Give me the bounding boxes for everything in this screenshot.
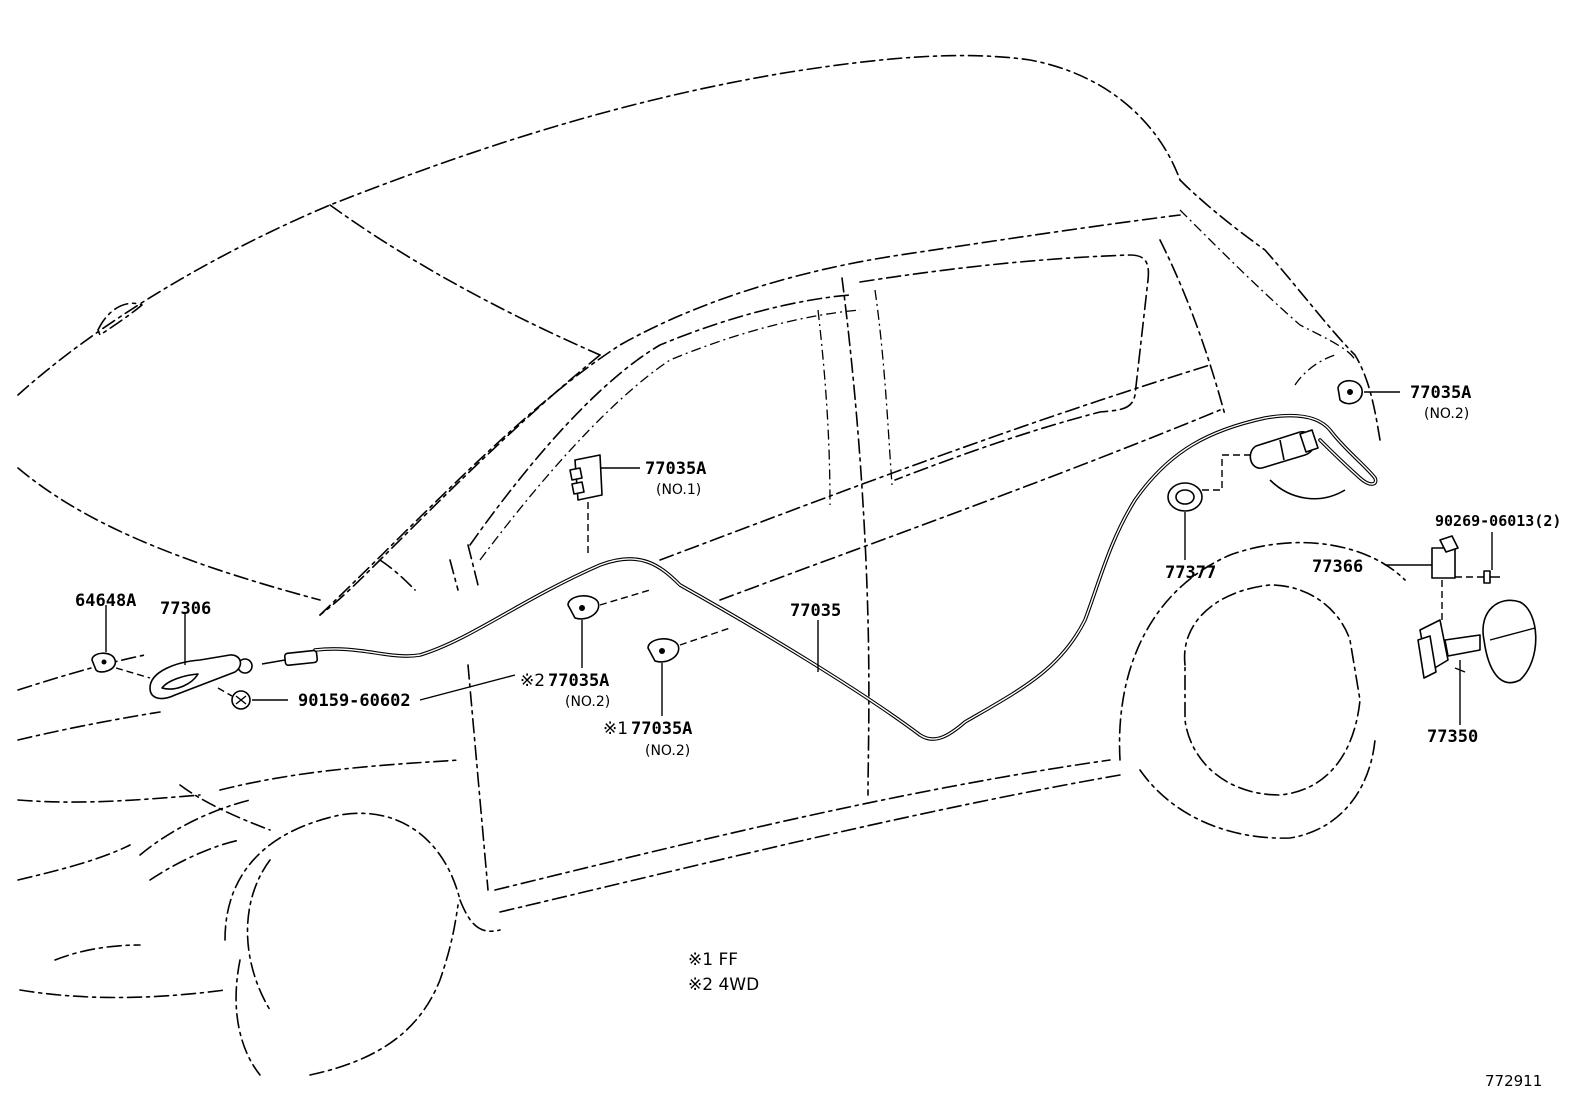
leader-mark2 xyxy=(419,674,516,701)
label-no1: (NO.1) xyxy=(656,482,701,498)
part-77035A-no2-low-clip xyxy=(647,627,731,716)
label-77035A-no2-low: 77035A xyxy=(631,719,692,739)
label-77306: 77306 xyxy=(160,599,211,619)
label-77035: 77035 xyxy=(790,601,841,621)
part-77035A-no1-clamp xyxy=(569,454,640,555)
label-no2-low: (NO.2) xyxy=(645,743,690,759)
label-77350: 77350 xyxy=(1427,727,1478,747)
label-77377: 77377 xyxy=(1165,563,1216,583)
label-77035A-no2-mid: 77035A xyxy=(548,671,609,691)
label-no2-mid: (NO.2) xyxy=(565,694,610,710)
car-body-outline xyxy=(17,54,1406,1076)
mark-1: ※1 xyxy=(603,719,628,739)
note-ff: ※1 FF xyxy=(688,950,738,970)
part-fuel-lid-lock xyxy=(1249,429,1346,500)
part-77366-bracket xyxy=(1385,535,1459,620)
part-90159-screw xyxy=(217,687,288,710)
label-no2-top: (NO.2) xyxy=(1424,406,1469,422)
figure-number: 772911 xyxy=(1485,1072,1542,1090)
label-90159-60602: 90159-60602 xyxy=(298,691,411,711)
part-77306-lever xyxy=(149,612,242,700)
part-77035A-no2-top-clip xyxy=(1337,379,1400,405)
fuel-lid-cable xyxy=(237,413,1378,741)
part-64648A-cap xyxy=(91,605,151,679)
part-77035A-no2-mid-clip xyxy=(567,589,651,668)
label-77035A-no2-top: 77035A xyxy=(1410,383,1471,403)
label-77366: 77366 xyxy=(1312,557,1363,577)
label-64648A: 64648A xyxy=(75,591,136,611)
part-77377-grommet xyxy=(1167,454,1250,560)
label-77035A-no1: 77035A xyxy=(645,459,706,479)
part-90269-clip xyxy=(1455,532,1500,584)
note-4wd: ※2 4WD xyxy=(688,975,759,995)
part-77350-fuel-lid xyxy=(1417,599,1537,725)
mark-2: ※2 xyxy=(520,671,545,691)
label-90269-06013: 90269-06013(2) xyxy=(1435,512,1561,530)
